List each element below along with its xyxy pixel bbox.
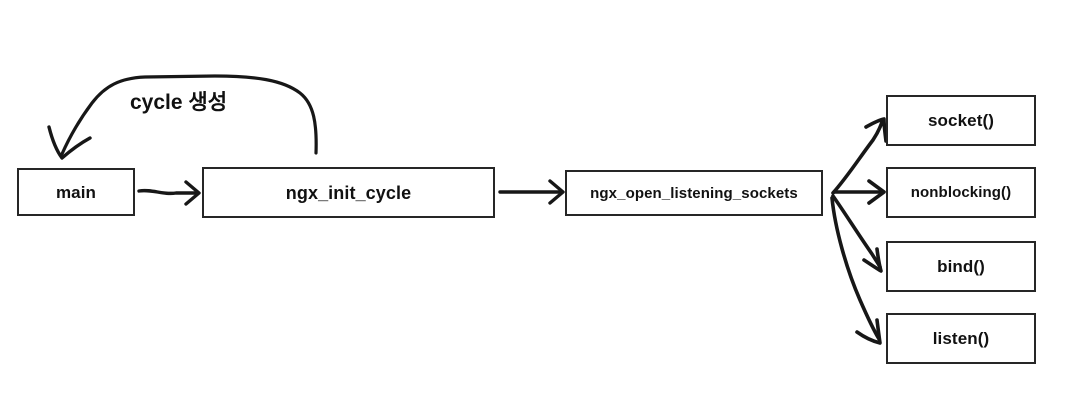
- node-listen[interactable]: listen(): [886, 313, 1036, 364]
- node-socket[interactable]: socket(): [886, 95, 1036, 146]
- node-nonblocking[interactable]: nonblocking(): [886, 167, 1036, 218]
- edge-main-to-init-cycle: [137, 180, 201, 206]
- node-main-label: main: [55, 182, 97, 202]
- node-socket-label: socket(): [928, 111, 994, 130]
- node-ngx-init-cycle-label: ngx_init_cycle: [285, 182, 412, 203]
- node-listen-label: listen(): [932, 329, 990, 348]
- edge-open-sockets-to-listen: [830, 196, 882, 345]
- node-ngx-open-listening-sockets-label: ngx_open_listening_sockets: [590, 184, 798, 202]
- node-ngx-init-cycle[interactable]: ngx_init_cycle: [202, 167, 495, 218]
- node-bind[interactable]: bind(): [886, 241, 1036, 292]
- edge-init-cycle-to-open-sockets: [498, 179, 565, 205]
- edge-open-sockets-to-bind: [831, 194, 883, 273]
- edge-label-cycle-creation: cycle 생성: [130, 91, 228, 114]
- edge-open-sockets-to-socket: [831, 117, 888, 195]
- node-main[interactable]: main: [17, 168, 135, 216]
- edge-open-sockets-to-nonblocking: [832, 179, 886, 205]
- node-nonblocking-label: nonblocking(): [910, 184, 1012, 201]
- node-ngx-open-listening-sockets[interactable]: ngx_open_listening_sockets: [565, 170, 823, 216]
- node-bind-label: bind(): [937, 257, 985, 276]
